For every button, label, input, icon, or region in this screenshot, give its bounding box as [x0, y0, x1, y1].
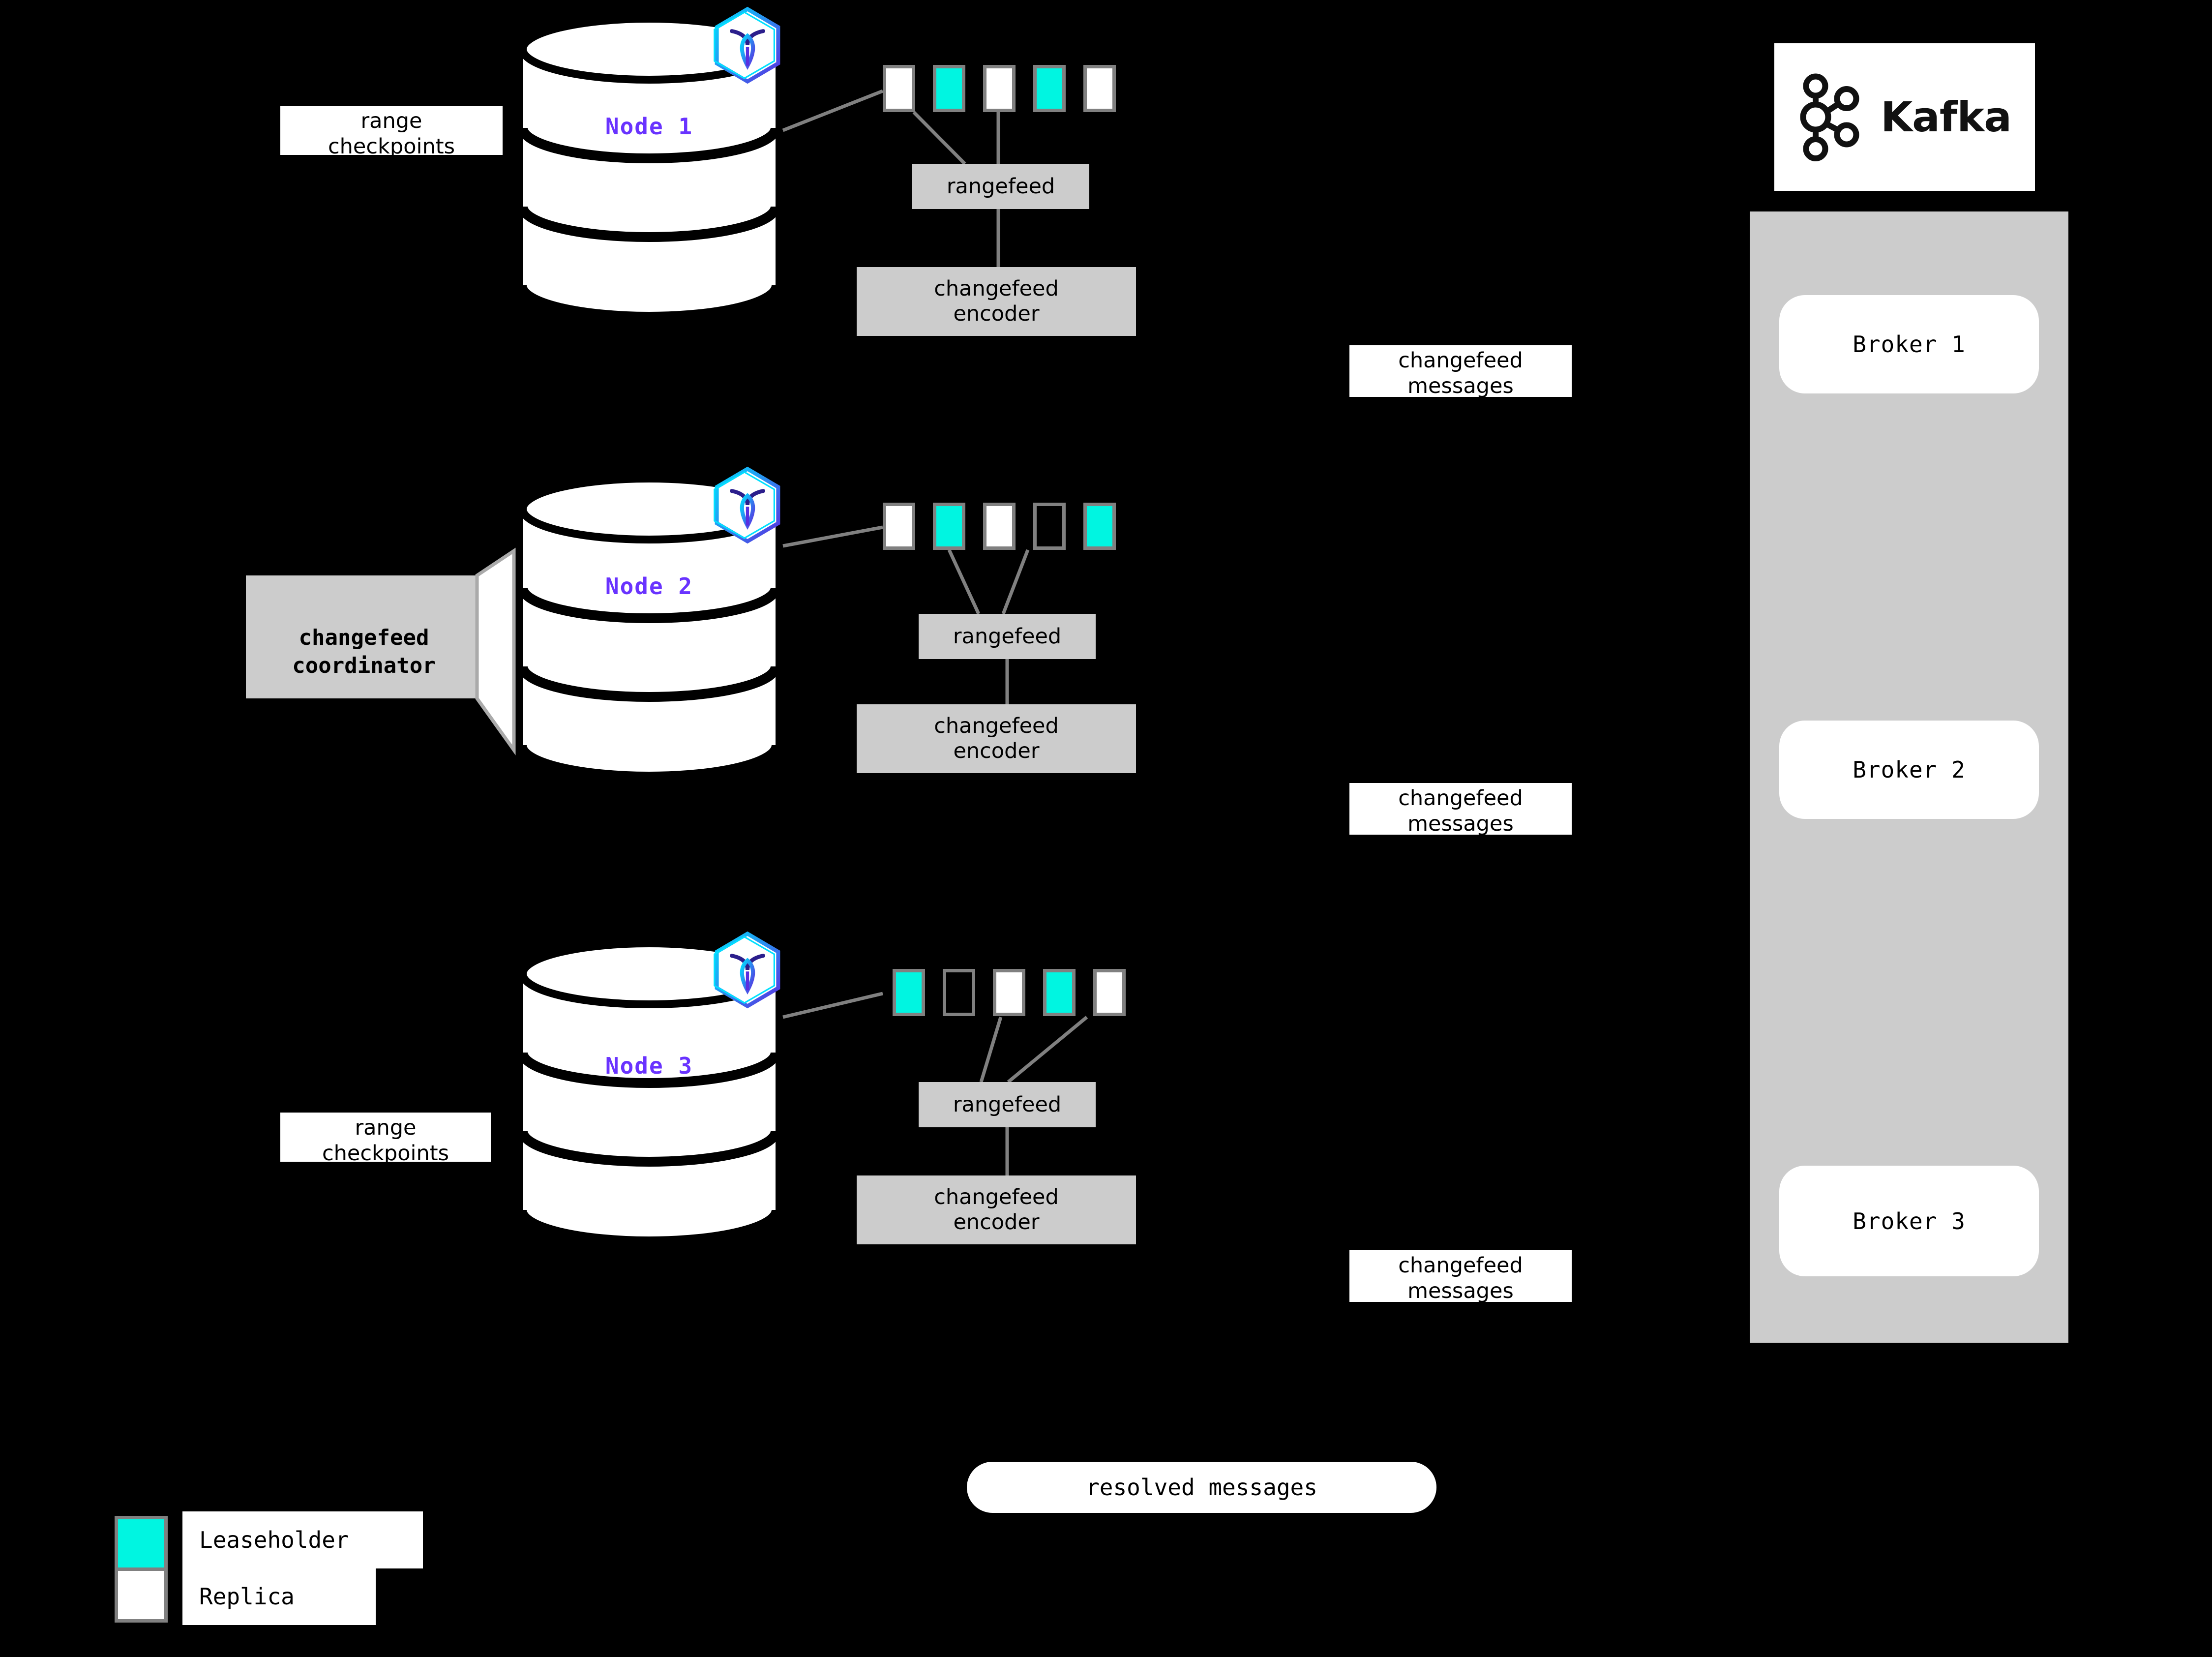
cockroachdb-hexagon-icon — [708, 931, 787, 1009]
node-3-cylinder: Node 3 — [519, 937, 779, 1244]
legend-swatch-replica — [115, 1567, 168, 1623]
range-replica[interactable] — [1083, 65, 1116, 112]
range-replica[interactable] — [993, 969, 1025, 1016]
range-empty[interactable] — [943, 969, 975, 1016]
range-checkpoints-line-2: checkpoints — [322, 1141, 449, 1166]
coordinator-line-2: coordinator — [292, 653, 436, 678]
encoder-line-2: encoder — [953, 1210, 1040, 1235]
cockroachdb-hexagon-icon — [708, 6, 787, 85]
broker-2-box[interactable]: Broker 2 — [1779, 721, 2039, 819]
changefeed-messages-line-1: changefeed — [1398, 786, 1523, 811]
node-3-changefeed-encoder-box[interactable]: changefeed encoder — [857, 1175, 1136, 1244]
range-leaseholder[interactable] — [893, 969, 925, 1016]
range-checkpoints-line-2: checkpoints — [328, 134, 455, 159]
encoder-line-2: encoder — [953, 301, 1040, 326]
node-2-changefeed-encoder-box[interactable]: changefeed encoder — [857, 704, 1136, 773]
changefeed-coordinator-callout: changefeed coordinator — [246, 546, 521, 757]
node-2-rangefeed-box[interactable]: rangefeed — [919, 614, 1096, 659]
legend-swatch-leaseholder — [115, 1516, 168, 1571]
range-replica[interactable] — [983, 503, 1016, 550]
changefeed-messages-line-2: messages — [1407, 812, 1514, 836]
encoder-line-1: changefeed — [934, 1185, 1059, 1210]
range-checkpoints-callout-top: range checkpoints — [280, 106, 503, 159]
range-replica[interactable] — [883, 503, 915, 550]
range-replica[interactable] — [983, 65, 1016, 112]
kafka-logo: Kafka — [1774, 43, 2035, 191]
range-replica[interactable] — [1093, 969, 1126, 1016]
encoder-line-1: changefeed — [934, 276, 1059, 301]
range-checkpoints-line-1: range — [355, 1115, 417, 1140]
changefeed-messages-line-2: messages — [1407, 1279, 1514, 1303]
resolved-messages-pill[interactable]: resolved messages — [967, 1462, 1436, 1513]
encoder-line-1: changefeed — [934, 714, 1059, 739]
coordinator-text: changefeed coordinator — [251, 546, 477, 757]
node-1-rangefeed-box[interactable]: rangefeed — [912, 164, 1089, 209]
kafka-wordmark: Kafka — [1881, 93, 2012, 141]
changefeed-messages-label-1: changefeed messages — [1349, 345, 1572, 398]
range-empty[interactable] — [1033, 503, 1066, 550]
node-3-label: Node 3 — [605, 1053, 693, 1079]
changefeed-messages-label-2: changefeed messages — [1349, 783, 1572, 836]
range-replica[interactable] — [883, 65, 915, 112]
range-leaseholder[interactable] — [933, 503, 965, 550]
encoder-line-2: encoder — [953, 739, 1040, 763]
changefeed-messages-line-1: changefeed — [1398, 1253, 1523, 1278]
range-checkpoints-callout-bottom: range checkpoints — [280, 1113, 491, 1166]
range-leaseholder[interactable] — [933, 65, 965, 112]
node-1-changefeed-encoder-box[interactable]: changefeed encoder — [857, 267, 1136, 336]
changefeed-messages-line-2: messages — [1407, 374, 1514, 398]
cockroachdb-hexagon-icon — [708, 466, 787, 544]
broker-3-box[interactable]: Broker 3 — [1779, 1166, 2039, 1276]
coordinator-line-1: changefeed — [299, 625, 429, 650]
range-leaseholder[interactable] — [1083, 503, 1116, 550]
changefeed-messages-label-3: changefeed messages — [1349, 1250, 1572, 1303]
legend-label-leaseholder: Leaseholder — [182, 1511, 423, 1568]
kafka-nodes-icon — [1800, 73, 1859, 161]
broker-1-box[interactable]: Broker 1 — [1779, 295, 2039, 393]
node-3-rangefeed-box[interactable]: rangefeed — [919, 1082, 1096, 1127]
legend-label-replica: Replica — [182, 1568, 376, 1625]
node-1-label: Node 1 — [605, 113, 693, 140]
node-2-label: Node 2 — [605, 573, 693, 600]
range-checkpoints-line-1: range — [360, 109, 422, 133]
changefeed-messages-line-1: changefeed — [1398, 348, 1523, 373]
node-2-cylinder: Node 2 — [519, 472, 779, 780]
node-1-cylinder: Node 1 — [519, 12, 779, 320]
range-leaseholder[interactable] — [1033, 65, 1066, 112]
range-leaseholder[interactable] — [1043, 969, 1076, 1016]
